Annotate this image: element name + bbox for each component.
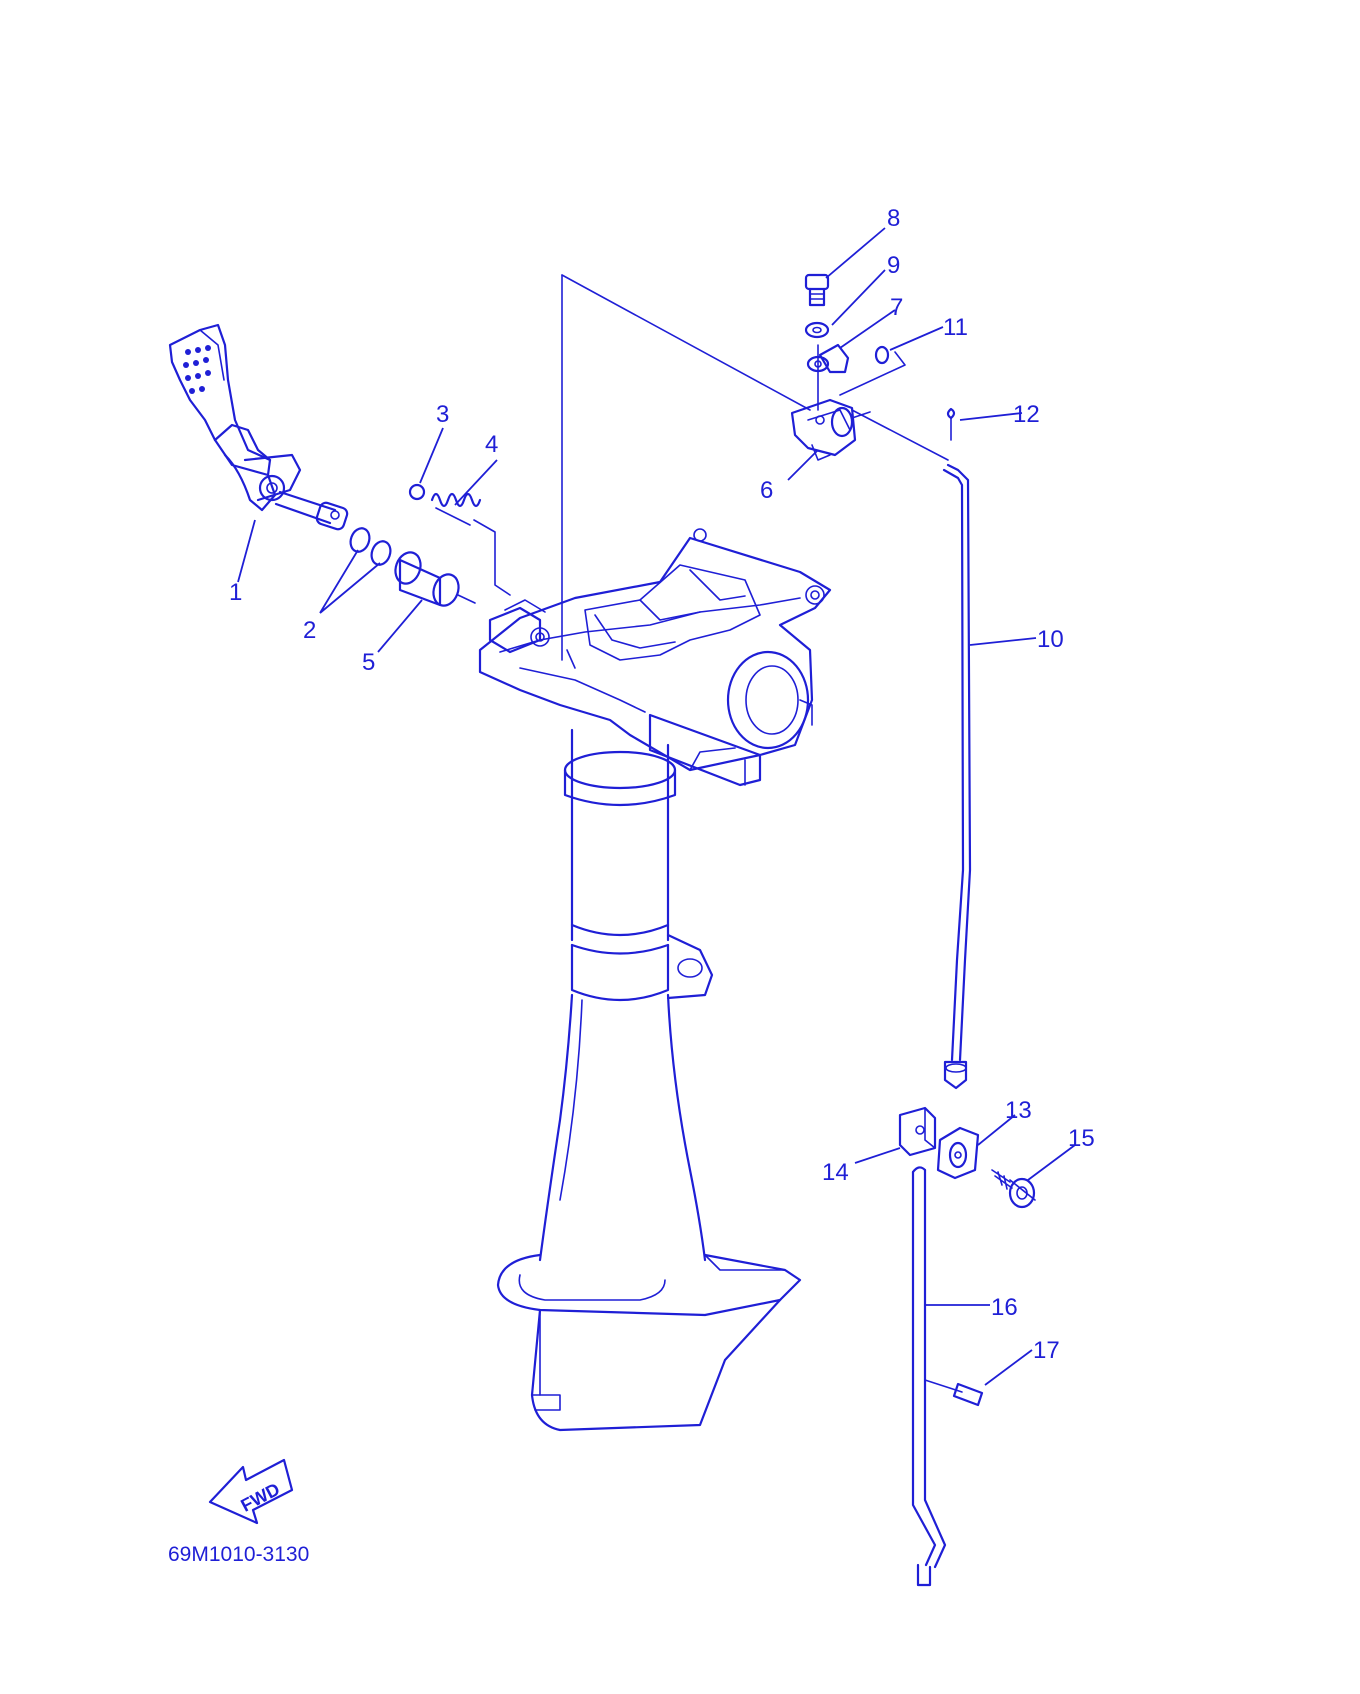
callout-10: 10 bbox=[1037, 626, 1064, 653]
part-15-bolt bbox=[991, 1169, 1036, 1209]
callout-16: 16 bbox=[991, 1294, 1018, 1321]
drawing-code: 69M1010-3130 bbox=[168, 1543, 309, 1566]
callout-3: 3 bbox=[436, 401, 449, 428]
callout-15: 15 bbox=[1068, 1125, 1095, 1152]
callout-1: 1 bbox=[229, 579, 242, 606]
part-8-bolt bbox=[804, 273, 830, 307]
callout-9: 9 bbox=[887, 252, 900, 279]
callout-7: 7 bbox=[890, 294, 903, 321]
part-2-o-rings bbox=[349, 527, 392, 566]
callout-2: 2 bbox=[303, 617, 316, 644]
part-5-bushing bbox=[394, 551, 476, 607]
part-4-spring bbox=[430, 492, 511, 596]
part-14-connector bbox=[898, 1106, 937, 1157]
part-10-shift-rod bbox=[942, 463, 972, 1090]
part-1-shift-lever bbox=[168, 323, 349, 531]
assembly-guide-lines bbox=[561, 274, 949, 461]
part-7-clip bbox=[806, 343, 850, 374]
leader-lines bbox=[237, 227, 1076, 1386]
part-6-shift-bracket bbox=[790, 398, 871, 461]
callout-8: 8 bbox=[887, 205, 900, 232]
part-3-ball bbox=[408, 483, 426, 501]
callout-11: 11 bbox=[943, 314, 968, 341]
part-17-pin bbox=[924, 1379, 984, 1407]
part-11-circlip bbox=[874, 345, 890, 365]
part-13-connector bbox=[936, 1126, 980, 1180]
part-12-pin bbox=[946, 407, 956, 441]
callout-12: 12 bbox=[1013, 401, 1040, 428]
part-9-washer bbox=[804, 321, 830, 339]
fwd-arrow: FWD bbox=[208, 1458, 294, 1525]
callout-labels: 1 2 3 4 5 6 7 8 9 10 11 12 13 14 15 16 1… bbox=[229, 205, 1095, 1364]
upper-casing-drawing bbox=[478, 274, 832, 1432]
callout-14: 14 bbox=[822, 1159, 849, 1186]
callout-6: 6 bbox=[760, 477, 773, 504]
callout-17: 17 bbox=[1033, 1337, 1060, 1364]
callout-5: 5 bbox=[362, 649, 375, 676]
part-16-lower-shift-rod bbox=[911, 1166, 947, 1587]
fwd-label: FWD bbox=[238, 1479, 284, 1516]
callout-4: 4 bbox=[485, 431, 498, 458]
callout-13: 13 bbox=[1005, 1097, 1032, 1124]
